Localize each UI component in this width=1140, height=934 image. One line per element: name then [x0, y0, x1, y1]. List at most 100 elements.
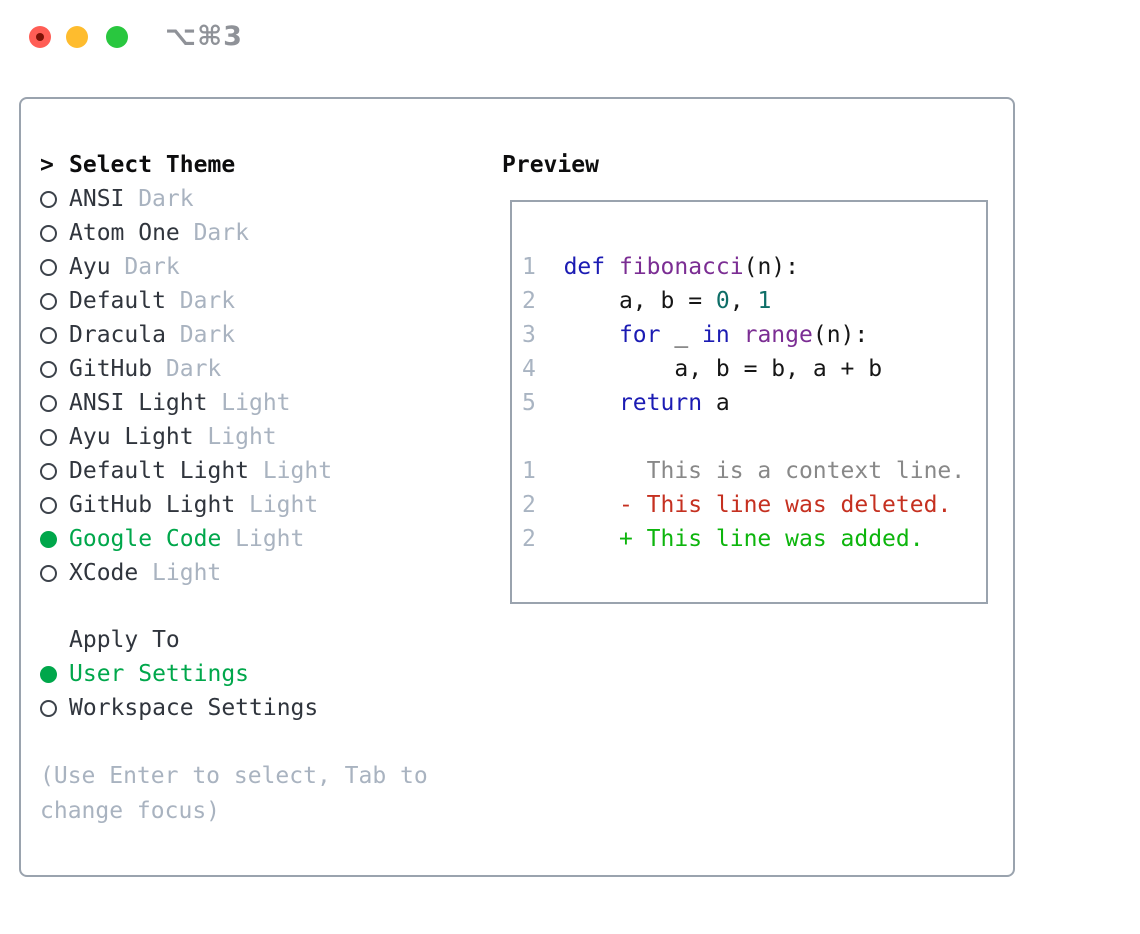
code-line: 1 This is a context line. [522, 454, 986, 488]
code-line: 1 def fibonacci(n): [522, 250, 986, 284]
code-token [536, 356, 674, 382]
spacer [40, 725, 428, 759]
theme-option-ayu-light-light[interactable]: Ayu Light Light [40, 420, 428, 454]
theme-option-github-light-light[interactable]: GitHub Light Light [40, 488, 428, 522]
radio-icon [40, 462, 69, 480]
theme-variant: Light [235, 526, 305, 552]
code-token [605, 254, 619, 280]
code-token: fibonacci [618, 254, 744, 280]
code-token: return [618, 390, 703, 416]
code-line: 2 - This line was deleted. [522, 488, 986, 522]
code-token: 4 [522, 356, 536, 382]
theme-variant: Light [207, 424, 277, 450]
select-theme-title: Select Theme [69, 152, 236, 178]
theme-option-xcode-light[interactable]: XCode Light [40, 556, 428, 590]
apply-to-header: Apply To [40, 623, 428, 657]
code-token: , [729, 288, 758, 314]
document-edited-dot-icon [36, 33, 44, 41]
code-token: (n): [812, 322, 869, 348]
apply-to-title: Apply To [69, 627, 180, 653]
theme-variant: Light [248, 492, 319, 518]
radio-circle [40, 224, 57, 242]
zoom-button[interactable] [106, 26, 128, 48]
minimize-button[interactable] [66, 26, 88, 48]
radio-icon [40, 360, 69, 378]
code-token: (n): [743, 254, 799, 280]
theme-option-default-light-light[interactable]: Default Light Light [40, 454, 428, 488]
code-token: 3 [522, 322, 536, 348]
code-token [536, 254, 564, 280]
theme-variant: Dark [138, 186, 194, 212]
radio-circle [40, 462, 57, 480]
cursor-arrow-icon: > [40, 152, 54, 178]
radio-selected-icon [40, 530, 69, 548]
preview-title: Preview [502, 152, 599, 178]
theme-variant: Light [152, 560, 222, 586]
code-token: in [702, 322, 730, 348]
code-token [536, 288, 619, 314]
radio-circle [40, 360, 57, 378]
code-token: 1 [757, 288, 772, 314]
theme-variant: Light [262, 458, 333, 484]
apply-option-label: Workspace Settings [69, 695, 319, 721]
theme-name: GitHub Light [69, 492, 236, 518]
theme-option-default-dark[interactable]: Default Dark [40, 284, 428, 318]
spacer [40, 590, 428, 623]
radio-icon [40, 292, 69, 310]
help-line: change focus) [40, 798, 221, 824]
radio-icon [40, 326, 69, 344]
theme-name: ANSI Light [69, 390, 208, 416]
apply-option-label: User Settings [69, 661, 250, 687]
code-token: 1 [522, 458, 536, 484]
code-token: 2 [522, 288, 536, 314]
code-token: a, b = b, a + b [674, 356, 883, 382]
window-titlebar: ⌥⌘3 [0, 0, 1140, 97]
radio-circle [40, 428, 57, 446]
code-token: 1 [522, 254, 536, 280]
radio-circle [40, 699, 57, 717]
theme-variant: Dark [179, 288, 236, 314]
code-token: 0 [715, 288, 730, 314]
radio-circle [40, 665, 57, 683]
radio-circle [40, 326, 57, 344]
close-button[interactable] [29, 26, 51, 48]
code-token: + This line was added. [618, 526, 924, 552]
theme-name: XCode [69, 560, 139, 586]
radio-icon [40, 394, 69, 412]
radio-selected-icon [40, 665, 69, 683]
theme-variant: Dark [179, 322, 236, 348]
code-token: _ [660, 322, 703, 348]
apply-option-workspace-settings[interactable]: Workspace Settings [40, 691, 428, 725]
apply-option-user-settings[interactable]: User Settings [40, 657, 428, 691]
radio-icon [40, 224, 69, 242]
radio-circle [40, 496, 57, 514]
radio-circle [40, 190, 57, 208]
theme-variant: Dark [124, 254, 180, 280]
code-line: 3 for _ in range(n): [522, 318, 986, 352]
code-token: - This line was deleted. [618, 492, 952, 518]
code-token: 2 [522, 526, 536, 552]
theme-variant: Dark [165, 356, 222, 382]
code-token [536, 458, 647, 484]
theme-name: Default Light [69, 458, 250, 484]
theme-name: Default [69, 288, 166, 314]
code-token: 5 [522, 390, 536, 416]
radio-icon [40, 564, 69, 582]
theme-name: Ayu Light [69, 424, 194, 450]
code-token: 2 [522, 492, 536, 518]
window-title: ⌥⌘3 [165, 21, 243, 52]
radio-icon [40, 428, 69, 446]
